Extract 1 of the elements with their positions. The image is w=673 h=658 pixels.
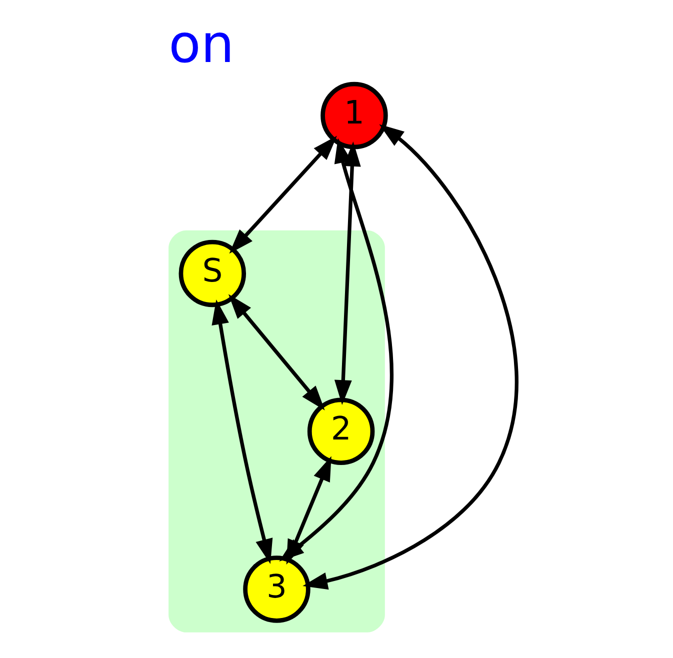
diagram-title: on <box>168 14 234 75</box>
